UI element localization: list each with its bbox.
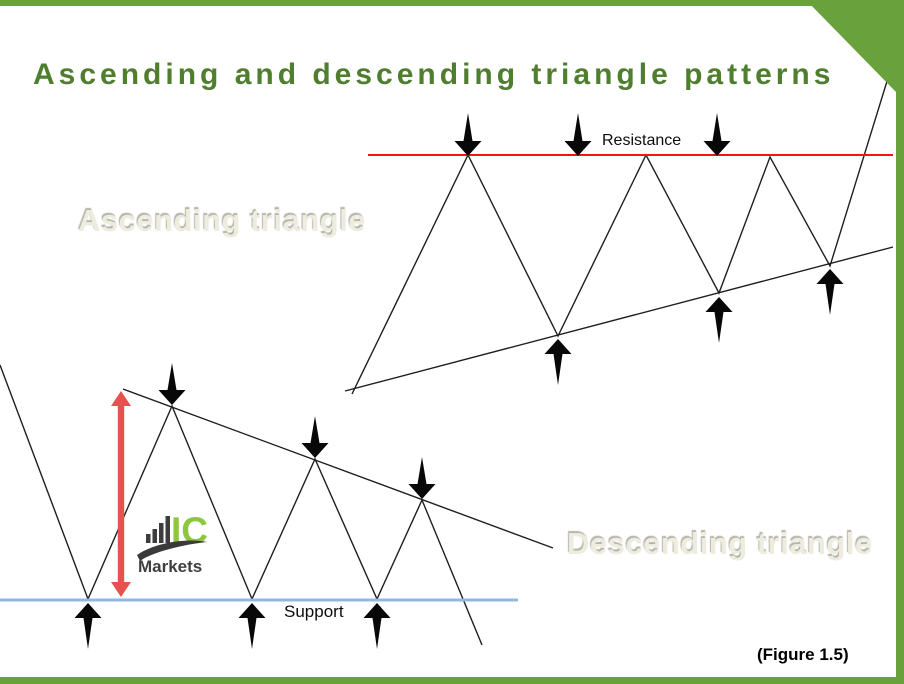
bottom-border — [0, 677, 904, 684]
logo-markets-text: Markets — [138, 557, 202, 576]
down-arrow-icon — [158, 363, 186, 405]
up-arrow-icon — [544, 339, 572, 385]
height-double-arrow-icon — [111, 391, 131, 597]
up-arrow-icon — [363, 603, 391, 649]
right-border — [896, 0, 904, 684]
up-arrow-icon — [74, 603, 102, 649]
figure-caption: (Figure 1.5) — [757, 645, 849, 664]
ascending-trendline — [344, 246, 894, 392]
top-border — [0, 0, 904, 6]
support-label: Support — [284, 602, 344, 621]
descending-triangle-label: Descending triangle — [567, 526, 873, 561]
down-arrow-icon — [564, 113, 592, 156]
down-arrow-icon — [408, 457, 436, 499]
down-arrow-icon — [454, 113, 482, 156]
logo-swoosh-icon — [137, 540, 207, 561]
page-title: Ascending and descending triangle patter… — [33, 58, 835, 91]
descending-zigzag-line — [0, 364, 483, 646]
bar-chart-icon — [146, 516, 170, 543]
descending-trendline — [122, 388, 554, 549]
up-arrow-icon — [705, 297, 733, 343]
up-arrow-icon — [238, 603, 266, 649]
resistance-label: Resistance — [602, 132, 682, 149]
ascending-zigzag-line — [351, 77, 889, 395]
down-arrow-icon — [301, 416, 329, 458]
ascending-triangle-label: Ascending triangle — [78, 203, 367, 238]
up-arrow-icon — [816, 269, 844, 315]
down-arrow-icon — [703, 113, 731, 156]
ic-markets-logo: IC Markets — [137, 510, 208, 576]
